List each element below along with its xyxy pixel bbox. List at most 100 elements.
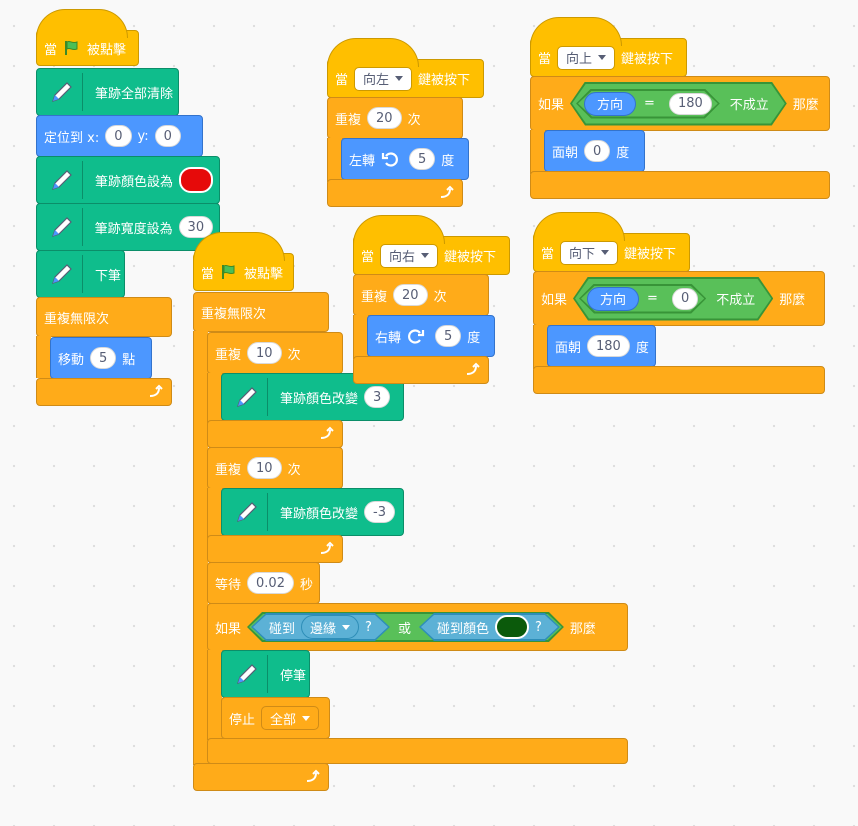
forever-block[interactable]: 重複無限次 [36, 297, 172, 337]
turn-right-block[interactable]: 右轉 5 度 [367, 315, 495, 357]
when-key-pressed-left-hat[interactable]: 當 向左 鍵被按下 [327, 38, 484, 98]
equals-operator[interactable]: 方向 = 0 [579, 284, 706, 314]
compare-value-input[interactable]: 180 [669, 93, 712, 115]
repeat-count-input[interactable]: 20 [393, 284, 428, 306]
repeat-side-right [353, 315, 368, 359]
key-dropdown-right[interactable]: 向右 [380, 243, 439, 268]
pen-icon [227, 378, 268, 416]
point-direction-block-down[interactable]: 面朝 180 度 [547, 325, 656, 367]
repeat-count-input[interactable]: 20 [367, 107, 402, 129]
repeat-count-input[interactable]: 10 [247, 457, 282, 479]
when-key-pressed-down-hat[interactable]: 當 向下 鍵被按下 [533, 212, 690, 272]
pen-icon [42, 208, 83, 246]
degrees-label: 度 [635, 340, 649, 356]
pen-size-input[interactable]: 30 [178, 216, 213, 238]
turn-left-block[interactable]: 左轉 5 度 [341, 138, 469, 180]
wait-block[interactable]: 等待 0.02 秒 [207, 562, 320, 604]
turn-degrees-input[interactable]: 5 [409, 148, 436, 170]
repeat-block-left[interactable]: 重複 20 次 [327, 97, 463, 139]
loop-arrow-icon [304, 769, 320, 789]
if-block[interactable]: 如果 碰到 邊緣 ? 或 碰到顏色 ? [207, 603, 628, 651]
compare-value-input[interactable]: 0 [672, 288, 698, 310]
goto-x-label: 定位到 x: [44, 130, 100, 146]
repeat-count-input[interactable]: 10 [247, 342, 282, 364]
change-color-input[interactable]: 3 [364, 386, 391, 408]
move-unit-label: 點 [122, 352, 136, 368]
goto-xy-block[interactable]: 定位到 x: 0 y: 0 [36, 115, 203, 157]
repeat-block-2[interactable]: 重複 10 次 [207, 447, 343, 489]
repeat-label: 重複 [215, 462, 242, 478]
touching-dropdown[interactable]: 邊緣 [301, 615, 359, 639]
move-steps-input[interactable]: 5 [90, 347, 117, 369]
direction-input[interactable]: 180 [587, 335, 630, 357]
when-key-pressed-up-hat[interactable]: 當 向上 鍵被按下 [530, 17, 687, 77]
change-color-input[interactable]: -3 [364, 501, 395, 523]
green-flag-icon [220, 263, 238, 281]
loop-arrow-icon [147, 384, 163, 404]
move-steps-block[interactable]: 移動 5 點 [50, 337, 152, 379]
direction-reporter[interactable]: 方向 [584, 92, 636, 116]
repeat-block-right[interactable]: 重複 20 次 [353, 274, 489, 316]
wait-seconds-input[interactable]: 0.02 [247, 572, 294, 594]
stop-dropdown[interactable]: 全部 [261, 706, 320, 730]
pen-icon [42, 255, 83, 293]
stop-block[interactable]: 停止 全部 [221, 697, 330, 739]
repeat-block-1[interactable]: 重複 10 次 [207, 332, 343, 374]
flag-clicked-label: 被點擊 [244, 266, 284, 282]
change-pen-color-block-1[interactable]: 筆跡顏色改變 3 [221, 373, 404, 421]
forever-block-2[interactable]: 重複無限次 [193, 292, 329, 332]
touching-sensor[interactable]: 碰到 邊緣 ? [251, 613, 390, 641]
touching-color-label: 碰到顏色 [436, 621, 489, 637]
direction-input[interactable]: 0 [584, 140, 611, 162]
then-label: 那麼 [792, 98, 819, 113]
forever-bottom [36, 378, 172, 406]
when-label: 當 [361, 250, 375, 265]
forever-label: 重複無限次 [44, 311, 110, 327]
not-operator[interactable]: 方向 = 180 不成立 [570, 82, 787, 126]
color-swatch-red[interactable] [179, 167, 214, 193]
x-input[interactable]: 0 [105, 125, 132, 147]
or-label: 或 [397, 621, 411, 637]
key-pressed-label: 鍵被按下 [444, 250, 497, 265]
if-block-down[interactable]: 如果 方向 = 0 不成立 那麼 [533, 271, 825, 326]
direction-reporter[interactable]: 方向 [587, 287, 639, 311]
loop-arrow-icon [318, 541, 334, 561]
equals-operator[interactable]: 方向 = 180 [576, 89, 720, 119]
color-swatch-dark-green[interactable] [495, 615, 529, 639]
y-input[interactable]: 0 [154, 125, 181, 147]
point-direction-block-up[interactable]: 面朝 0 度 [544, 130, 645, 172]
if-label: 如果 [215, 621, 242, 637]
key-dropdown-down[interactable]: 向下 [560, 240, 619, 265]
repeat-label: 重複 [335, 112, 362, 128]
if-label: 如果 [541, 293, 568, 308]
when-key-pressed-right-hat[interactable]: 當 向右 鍵被按下 [353, 215, 510, 275]
if-block-up[interactable]: 如果 方向 = 180 不成立 那麼 [530, 76, 830, 131]
repeat-label: 重複 [215, 347, 242, 363]
when-flag-clicked-hat[interactable]: 當 被點擊 [36, 9, 139, 66]
or-operator[interactable]: 碰到 邊緣 ? 或 碰到顏色 ? [247, 612, 564, 642]
chevron-down-icon [421, 253, 430, 258]
if-label: 如果 [538, 98, 565, 113]
change-pen-color-block-2[interactable]: 筆跡顏色改變 -3 [221, 488, 404, 536]
if-bottom [207, 738, 628, 764]
turn-degrees-input[interactable]: 5 [435, 325, 462, 347]
key-dropdown-left[interactable]: 向左 [354, 66, 413, 91]
not-operator[interactable]: 方向 = 0 不成立 [573, 277, 773, 321]
key-dropdown-up[interactable]: 向上 [557, 45, 616, 70]
equals-label: = [644, 96, 655, 111]
pen-up-block[interactable]: 停筆 [221, 650, 310, 698]
erase-all-block[interactable]: 筆跡全部清除 [36, 68, 179, 116]
set-pen-color-block[interactable]: 筆跡顏色設為 [36, 156, 220, 204]
loop-arrow-icon [438, 185, 454, 205]
touching-color-sensor[interactable]: 碰到顏色 ? [419, 613, 560, 641]
change-color-label: 筆跡顏色改變 [280, 391, 359, 407]
repeat-bottom-1 [207, 420, 343, 448]
set-pen-size-block[interactable]: 筆跡寬度設為 30 [36, 203, 220, 251]
chevron-down-icon [342, 625, 350, 630]
rotate-left-icon [381, 150, 399, 168]
pen-up-label: 停筆 [280, 668, 307, 684]
pen-down-block[interactable]: 下筆 [36, 250, 125, 298]
when-flag-clicked-hat-2[interactable]: 當 被點擊 [193, 232, 294, 291]
times-label: 次 [287, 347, 301, 363]
chevron-down-icon [601, 250, 610, 255]
